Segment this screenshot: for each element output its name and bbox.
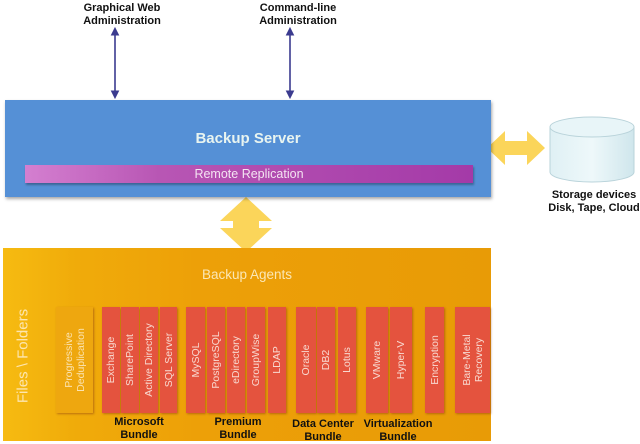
agent-column-postgresql: PostgreSQL (207, 307, 225, 413)
agent-column-ldap: LDAP (268, 307, 286, 413)
web-admin-line2: Administration (83, 15, 161, 27)
bundle-premium: Premium Bundle (208, 416, 268, 442)
backup-server-title: Backup Server (195, 130, 301, 147)
cli-admin-line2: Administration (259, 15, 337, 27)
agent-column-vmware: VMware (366, 307, 388, 413)
bundle-label-line2: Bundle (219, 429, 257, 441)
agent-column-label: VMware (371, 340, 383, 380)
remote-replication-bar: Remote Replication (25, 165, 473, 183)
agent-column-bare-metal-recovery: Bare-Metal Recovery (455, 307, 490, 413)
storage-line2: Disk, Tape, Cloud (548, 202, 640, 214)
agent-column-label: eDirectory (230, 336, 242, 384)
agents-double-arrow (220, 197, 272, 252)
agent-column-sharepoint: SharePoint (121, 307, 139, 413)
agent-column-label: Bare-Metal Recovery (460, 334, 485, 386)
agent-column-lotus: Lotus (338, 307, 356, 413)
agent-column-groupwise: GroupWise (247, 307, 265, 413)
storage-label: Storage devices Disk, Tape, Cloud (548, 189, 640, 215)
agent-column-label: GroupWise (250, 333, 262, 387)
backup-server-box: Backup Server Remote Replication (5, 100, 491, 197)
bundle-data-center: Data Center Bundle (285, 418, 361, 444)
bundle-label-line1: Microsoft (114, 416, 164, 428)
agent-column-progressive-deduplication: Progressive Deduplication (56, 307, 93, 413)
agent-column-edirectory: eDirectory (227, 307, 245, 413)
agent-column-label: LDAP (271, 346, 283, 374)
bundle-microsoft: Microsoft Bundle (109, 416, 169, 442)
web-admin-arrow (110, 26, 120, 100)
agent-column-db2: DB2 (317, 307, 335, 413)
agent-column-label: Oracle (300, 344, 312, 376)
agent-column-active-directory: Active Directory (140, 307, 158, 413)
agent-column-sql-server: SQL Server (160, 307, 177, 413)
storage-cylinder-icon (549, 116, 635, 183)
agent-column-oracle: Oracle (296, 307, 316, 413)
agent-column-label: Exchange (105, 336, 117, 384)
bundle-virtualization: Virtualization Bundle (360, 418, 436, 444)
agent-column-label: Lotus (341, 347, 353, 373)
agent-column-hyper-v: Hyper-V (390, 307, 412, 413)
files-folders-label: Files \ Folders (14, 308, 32, 404)
cli-admin-label: Command-line Administration (248, 2, 348, 28)
agent-column-label: SQL Server (162, 332, 175, 388)
backup-agents-title: Backup Agents (201, 267, 293, 282)
bundle-label-line2: Bundle (379, 431, 417, 443)
agent-column-label: MySQL (189, 342, 202, 378)
web-admin-line1: Graphical Web (83, 2, 161, 14)
web-admin-label: Graphical Web Administration (72, 2, 172, 28)
agent-column-label: DB2 (320, 349, 332, 371)
storage-line1: Storage devices (551, 189, 637, 201)
agent-column-exchange: Exchange (102, 307, 120, 413)
agent-column-label: PostgreSQL (210, 331, 222, 389)
agent-column-label: SharePoint (124, 334, 136, 386)
agent-column-label: Progressive Deduplication (62, 328, 87, 392)
agent-column-label: Encryption (428, 335, 441, 385)
bundle-label-line1: Premium (214, 416, 262, 428)
agent-column-label: Hyper-V (395, 340, 407, 380)
bundle-label-line1: Virtualization (363, 418, 433, 430)
cli-admin-line1: Command-line (259, 2, 337, 14)
agent-column-mysql: MySQL (186, 307, 205, 413)
agent-column-label: Active Directory (143, 323, 155, 397)
bundle-label-line2: Bundle (120, 429, 158, 441)
cli-admin-arrow (285, 26, 295, 100)
agent-column-encryption: Encryption (425, 307, 444, 413)
bundle-label-line1: Data Center (292, 418, 354, 430)
bundle-label-line2: Bundle (304, 431, 342, 443)
storage-double-arrow (487, 131, 545, 165)
